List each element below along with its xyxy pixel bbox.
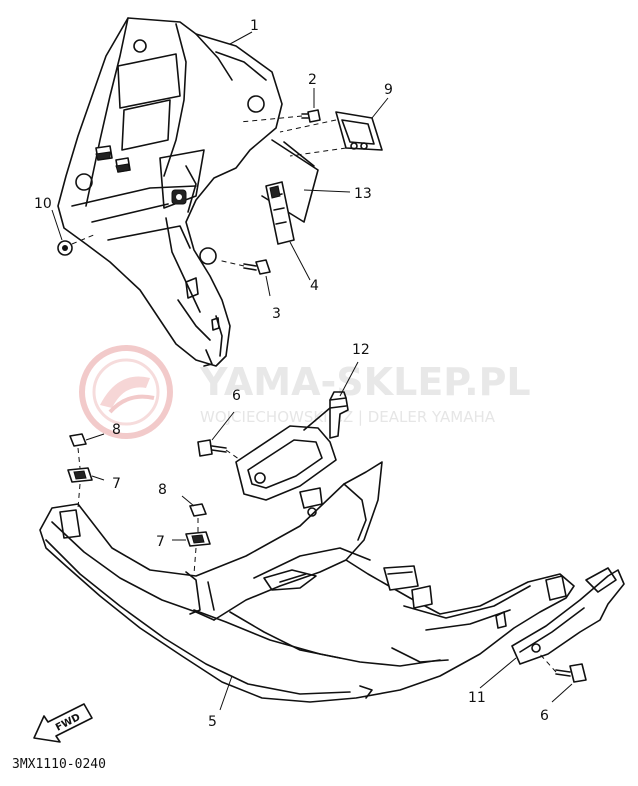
callout-11: 11	[468, 690, 486, 706]
callout-9: 9	[384, 82, 393, 98]
part-4-bracket	[265, 181, 311, 281]
part-2-screw	[239, 109, 321, 123]
part-11-rear-bracket	[479, 567, 625, 689]
part-5-footboard	[39, 461, 575, 703]
callout-6-upper: 6	[232, 388, 241, 404]
callout-7-lower: 7	[156, 534, 165, 550]
watermark-logo	[79, 345, 173, 439]
watermark-subtitle: WOJCIECHOWSKI.CZ | DEALER YAMAHA	[200, 408, 496, 426]
callout-1: 1	[250, 18, 259, 34]
callout-3: 3	[272, 306, 281, 322]
callout-5: 5	[208, 714, 217, 730]
part-8-screw-lower	[181, 495, 207, 517]
watermark-brand: YAMA-SKLEP.PL	[199, 360, 531, 404]
watermark: YAMA-SKLEP.PL WOJCIECHOWSKI.CZ | DEALER …	[79, 345, 531, 439]
part-6-bolt-lower	[537, 651, 587, 703]
part-7-nut-lower	[172, 518, 211, 575]
part-6-bolt-upper	[197, 411, 247, 465]
part-10-clip	[57, 233, 97, 256]
diagram-code: 3MX1110-0240	[12, 757, 106, 772]
callout-13: 13	[354, 186, 372, 202]
part-8-screw-upper	[69, 433, 105, 447]
fwd-arrow-icon: FWD	[33, 703, 93, 743]
callout-10: 10	[34, 196, 52, 212]
callout-4: 4	[310, 278, 319, 294]
part-side-bracket	[235, 405, 347, 501]
callout-8-lower: 8	[158, 482, 167, 498]
callout-6-lower: 6	[540, 708, 549, 724]
part-front-leg-shield	[57, 17, 283, 367]
part-7-nut-upper	[67, 447, 105, 509]
callout-7-upper: 7	[112, 476, 121, 492]
part-9-lid	[279, 111, 383, 157]
part-3-bolt	[217, 259, 271, 297]
callout-12: 12	[352, 342, 370, 358]
callout-2: 2	[308, 72, 317, 88]
callout-8-upper: 8	[112, 422, 121, 438]
